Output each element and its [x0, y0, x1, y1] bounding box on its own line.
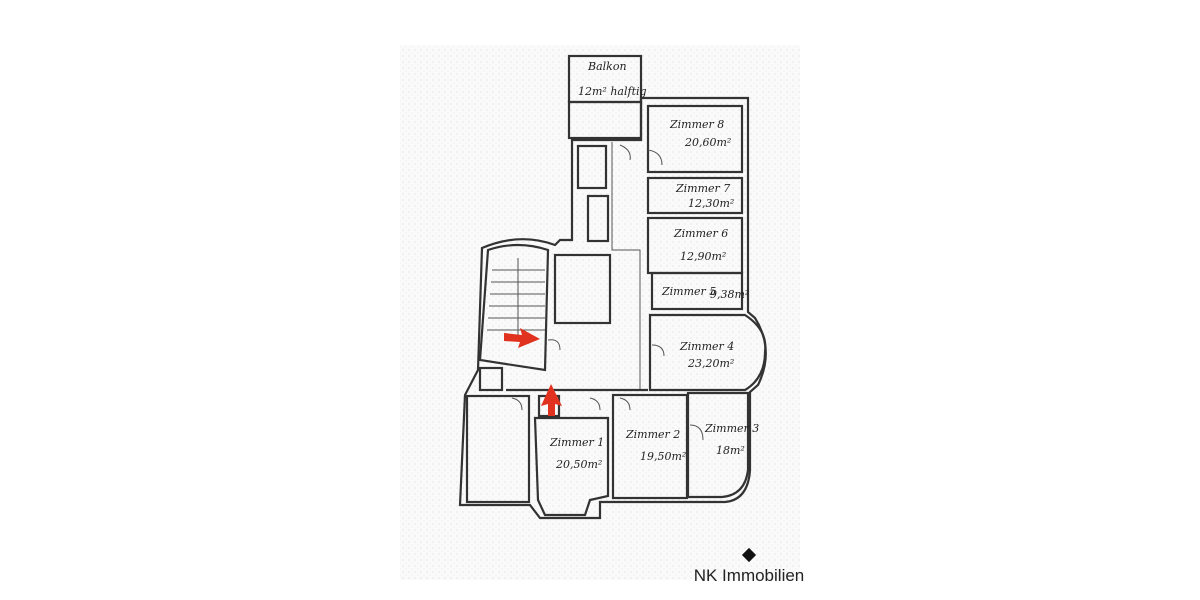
room-name: Zimmer 8	[669, 118, 724, 131]
room-name: Zimmer 6	[673, 227, 728, 240]
balcony-labels: Balkon 12m² halftig	[578, 60, 647, 98]
room-area: 18m²	[716, 444, 745, 457]
room-labels: Zimmer 8 20,60m² Zimmer 7 12,30m² Zimmer…	[549, 118, 759, 471]
room-area: 20,50m²	[555, 458, 602, 471]
room-area: 23,20m²	[687, 357, 734, 370]
brand-name: NK Immobilien	[693, 566, 805, 585]
arrow-up-icon	[541, 384, 562, 416]
walls	[458, 54, 767, 520]
room-name: Zimmer 3	[704, 422, 759, 435]
room-name: Zimmer 1	[549, 436, 604, 449]
entrance-arrows	[504, 328, 562, 416]
room-area: 9,38m²	[710, 288, 749, 301]
arrow-right-icon	[504, 328, 540, 348]
balcony-label: Balkon	[587, 60, 627, 73]
room-area: 12,30m²	[688, 197, 734, 210]
room-name: Zimmer 2	[625, 428, 680, 441]
room-name: Zimmer 7	[675, 182, 730, 195]
room-area: 19,50m²	[640, 450, 686, 463]
brand-logo: NK Immobilien	[684, 547, 814, 586]
room-area: 12,90m²	[680, 250, 726, 263]
balcony-area: 12m² halftig	[578, 85, 647, 98]
room-name: Zimmer 4	[679, 340, 734, 353]
room-area: 20,60m²	[684, 136, 731, 149]
room-name: Zimmer 5	[661, 285, 716, 298]
